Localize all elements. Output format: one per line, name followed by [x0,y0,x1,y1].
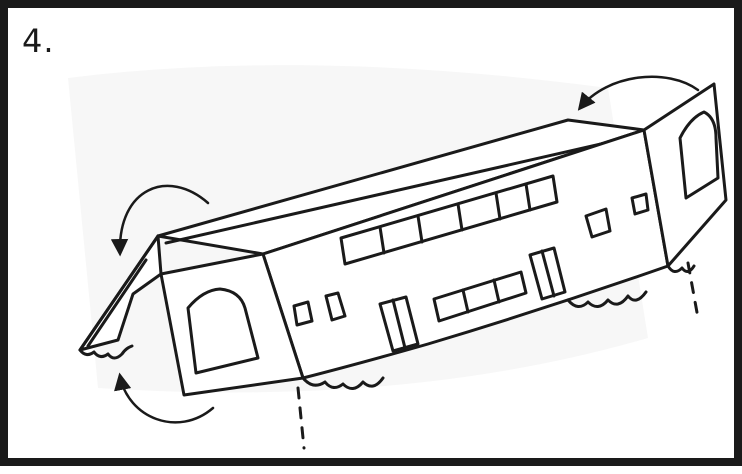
dashed-guide-line [688,263,698,318]
dashed-guide-line [298,388,304,448]
paper-building-illustration [8,8,742,474]
